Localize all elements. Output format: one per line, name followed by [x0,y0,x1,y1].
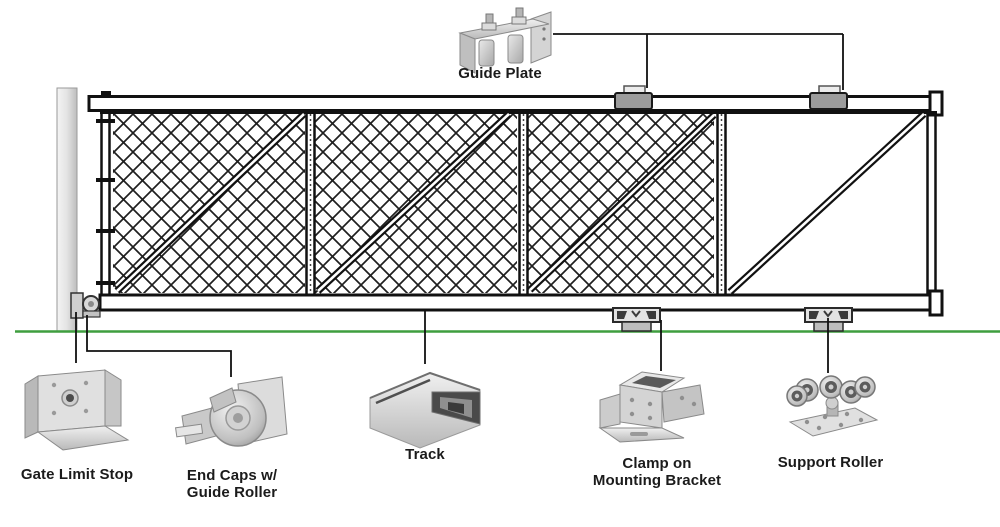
frame-divider-2 [518,112,529,294]
end-caps-label-line1: End Caps w/ [186,467,278,484]
clamp-bracket-photo [598,371,705,443]
diagonal-brace-panel-3 [527,112,717,293]
diagonal-brace-tail-panel [727,111,927,295]
end-caps-label: End Caps w/ Guide Roller [162,467,302,501]
post-bottom-hardware [70,292,101,319]
bottom-rail-end-cap [928,289,944,317]
gate-frame [87,90,944,317]
rail-left-tab [101,91,111,96]
right-frame-member [926,114,937,294]
track-photo [369,371,481,449]
end-caps-roller-photo [175,376,288,447]
guide-plate-clamp-1 [614,85,653,110]
end-caps-callout-line [86,315,232,377]
guide-plate-label: Guide Plate [458,65,542,82]
bottom-rail [98,289,944,317]
end-caps-label-line2: Guide Roller [186,484,278,501]
support-roller-photo [786,375,879,437]
clamp-bracket-label: Clamp on Mounting Bracket [577,455,737,489]
under-rail-bracket-1 [612,307,661,332]
clamp-bracket-label-line1: Clamp on [622,455,692,472]
track-label: Track [405,446,445,463]
frame-divider-1 [305,112,316,294]
top-rail [87,90,944,117]
gate-limit-stop-label: Gate Limit Stop [20,466,134,483]
clamp-bracket-label-line2: Mounting Bracket [592,472,722,489]
gate-limit-stop-photo [24,369,130,451]
support-roller-label: Support Roller [777,454,884,471]
left-frame-member [96,111,115,295]
guide-plate-clamp-2 [809,85,848,110]
guide-plate-photo [458,7,552,74]
diagonal-brace-panel-2 [315,111,512,294]
support-roller-wheels [786,375,876,407]
callout-lines [75,33,844,377]
diagonal-brace-panel-1 [114,111,307,294]
frame-divider-3 [716,112,727,294]
